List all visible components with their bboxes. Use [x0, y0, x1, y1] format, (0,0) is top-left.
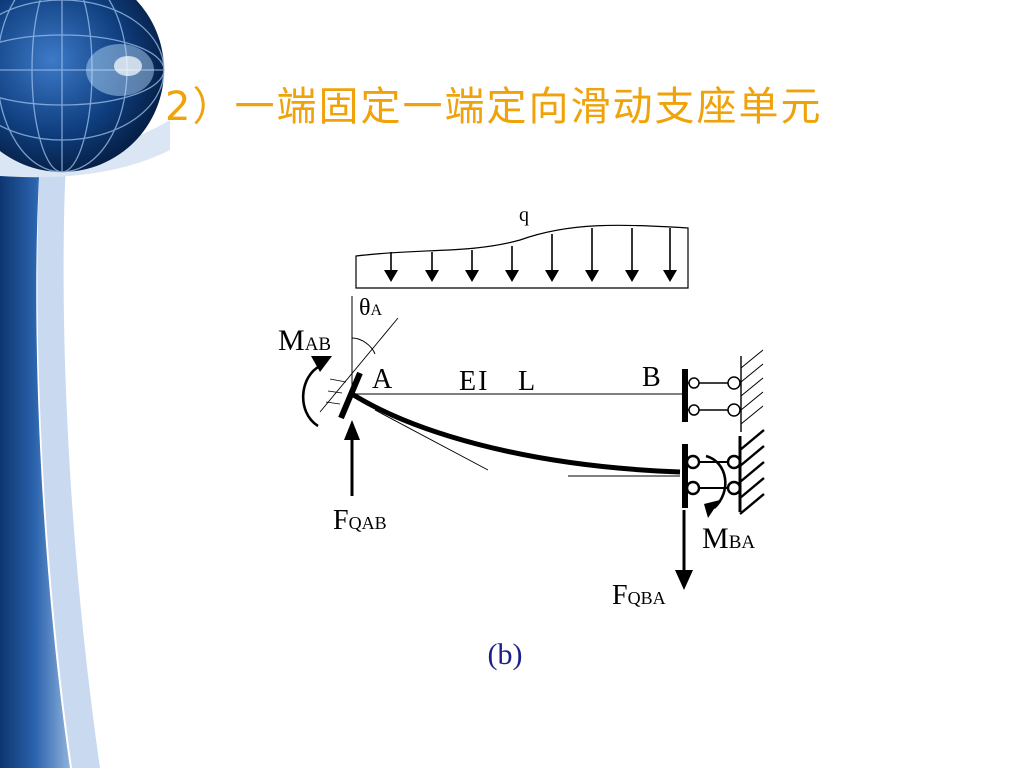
fixed-end-hatch [325, 378, 347, 405]
deflection-tangent-line [374, 409, 489, 471]
sliding-support-b-original [682, 349, 764, 432]
moment-ab-arrowhead [311, 356, 332, 372]
rotated-tangent-line [319, 317, 399, 413]
shear-force-ba-arrowhead [675, 570, 693, 590]
deformed-beam [350, 391, 681, 475]
theta-label: θA [359, 295, 383, 321]
moment-ba-arrowhead [704, 500, 720, 518]
theta-arc [351, 337, 376, 355]
shear-force-ba-label: FQBA [612, 580, 666, 611]
node-a-label: A [372, 364, 393, 395]
moment-ba-arrow [705, 454, 727, 509]
fixed-support-a [338, 371, 363, 420]
moment-ab-arrow [301, 364, 321, 428]
moment-ba-label: MBA [702, 522, 755, 555]
node-b-label: B [642, 362, 661, 393]
shear-force-ab-label: FQAB [333, 505, 387, 536]
stiffness-label: EI [459, 366, 489, 397]
load-label: q [519, 204, 529, 226]
figure-caption: (b) [487, 638, 523, 671]
distributed-load [355, 224, 689, 289]
sliding-support-b-displaced [682, 429, 765, 515]
slide-title: 2）一端固定一端定向滑动支座单元 [165, 84, 823, 130]
shear-force-ab-arrowhead [344, 420, 360, 440]
moment-ab-label: MAB [278, 324, 331, 357]
length-label: L [518, 366, 535, 397]
